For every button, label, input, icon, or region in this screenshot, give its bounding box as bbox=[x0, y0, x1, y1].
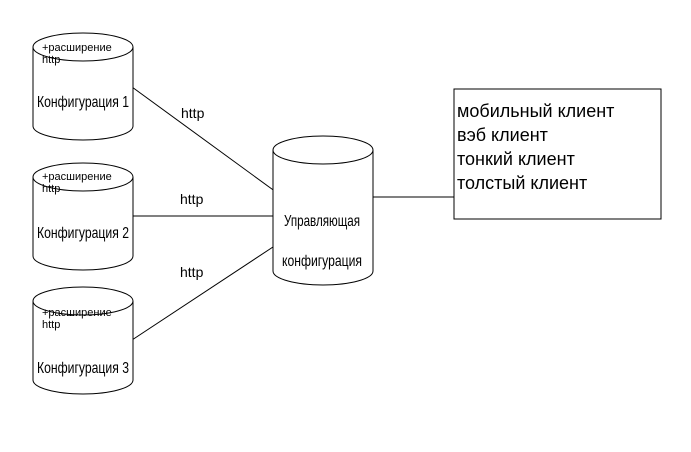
clients-box-frame bbox=[453, 88, 662, 220]
extension-protocol: http bbox=[42, 319, 60, 331]
config-title: Конфигурация 3 bbox=[37, 360, 129, 377]
extension-label: +расширение bbox=[42, 307, 112, 319]
connector-config1-central bbox=[131, 86, 277, 193]
config-title: Конфигурация 2 bbox=[37, 225, 129, 242]
extension-label: +расширение bbox=[42, 171, 112, 183]
clients-box: мобильный клиент вэб клиент тонкий клиен… bbox=[453, 88, 662, 220]
extension-label: +расширение bbox=[42, 42, 112, 54]
connector-config3-central bbox=[131, 244, 277, 341]
central-title-line1: Управляющая bbox=[284, 213, 360, 230]
cylinder-shape bbox=[272, 135, 374, 286]
config-node-2: +расширение http Конфигурация 2 bbox=[32, 162, 134, 271]
cylinder-shape bbox=[32, 286, 134, 395]
config-title: Конфигурация 1 bbox=[37, 94, 129, 111]
client-item-web: вэб клиент bbox=[457, 125, 548, 145]
connection-label-3: http bbox=[180, 264, 204, 280]
config-node-3: +расширение http Конфигурация 3 bbox=[32, 286, 134, 395]
connection-label-2: http bbox=[180, 191, 204, 207]
cylinder-shape bbox=[32, 32, 134, 141]
central-config-node: Управляющая конфигурация bbox=[272, 135, 374, 286]
cylinder-shape bbox=[32, 162, 134, 271]
extension-protocol: http bbox=[42, 54, 60, 66]
client-item-thick: толстый клиент bbox=[457, 173, 587, 193]
client-item-thin: тонкий клиент bbox=[457, 149, 575, 169]
central-title-line2: конфигурация bbox=[282, 253, 362, 270]
connection-label-1: http bbox=[181, 105, 205, 121]
extension-protocol: http bbox=[42, 183, 60, 195]
client-item-mobile: мобильный клиент bbox=[457, 101, 614, 121]
config-node-1: +расширение http Конфигурация 1 bbox=[32, 32, 134, 141]
